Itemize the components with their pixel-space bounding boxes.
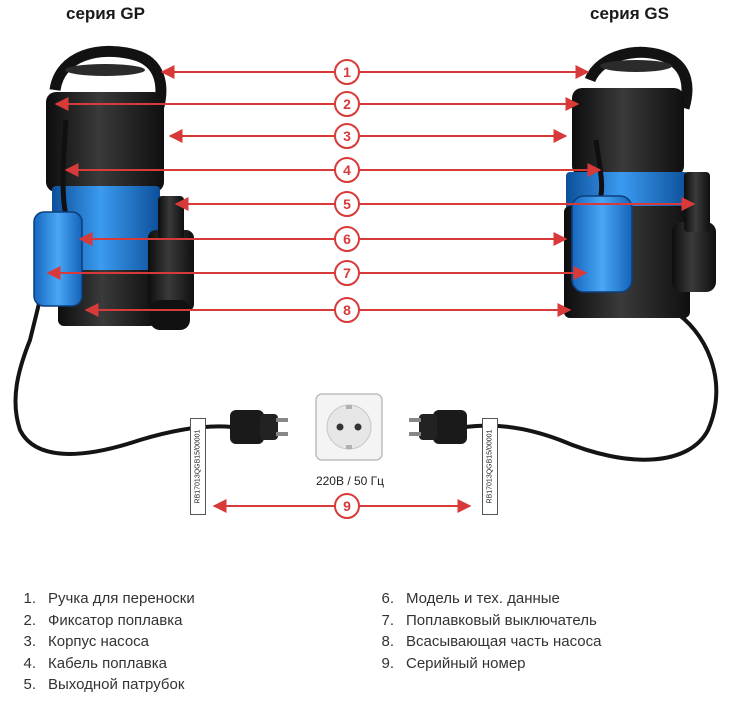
serial-tag-right-text: RB17013QGB15/00001 bbox=[486, 429, 494, 504]
gp-float-cable bbox=[60, 119, 69, 216]
callout-4-number: 4 bbox=[343, 162, 351, 178]
callout-8-circle bbox=[334, 297, 360, 323]
gs-outlet-nozzle bbox=[684, 172, 710, 232]
callout-1-circle bbox=[334, 59, 360, 85]
callout-arrows: 1 2 3 4 5 6 7 8 9 bbox=[46, 59, 696, 519]
legend-item: 3.Корпус насоса bbox=[23, 633, 150, 650]
legend-item: 8.Всасывающая часть насоса bbox=[381, 633, 602, 650]
gp-outlet-cap bbox=[150, 300, 190, 330]
legend-left: 1.Ручка для переноски 2.Фиксатор поплавк… bbox=[10, 588, 195, 696]
gs-handle-shade bbox=[600, 60, 672, 72]
gp-pump bbox=[13, 45, 233, 456]
callout-1-number: 1 bbox=[343, 64, 351, 80]
legend-item: 6.Модель и тех. данные bbox=[381, 590, 560, 607]
gp-outlet-nozzle bbox=[158, 196, 184, 240]
callout-9-circle bbox=[334, 493, 360, 519]
callout-6-circle bbox=[334, 226, 360, 252]
legend-item: 4.Кабель поплавка bbox=[23, 654, 167, 672]
callout-3-number: 3 bbox=[343, 128, 351, 144]
serial-tag-left: RB17013QGB15/00001 bbox=[190, 418, 206, 515]
legend-item: 2.Фиксатор поплавка bbox=[23, 611, 183, 629]
gs-pump bbox=[464, 46, 719, 462]
callout-8-number: 8 bbox=[343, 302, 351, 318]
gs-outlet-elbow bbox=[672, 222, 716, 292]
callout-7-circle bbox=[334, 260, 360, 286]
gp-float-switch bbox=[33, 211, 83, 307]
legend-right: 6.Модель и тех. данные 7.Поплавковый вык… bbox=[368, 588, 601, 674]
gs-housing-top bbox=[572, 88, 684, 176]
serial-tag-left-text: RB17013QGB15/00001 bbox=[194, 429, 202, 504]
serial-tag-right: RB17013QGB15/00001 bbox=[482, 418, 498, 515]
callout-5-number: 5 bbox=[343, 196, 351, 212]
legend-item: 9.Серийный номер bbox=[381, 654, 526, 672]
legend-item: 5.Выходной патрубок bbox=[23, 676, 185, 693]
gp-carry-handle bbox=[49, 45, 167, 112]
callout-4-circle bbox=[334, 157, 360, 183]
series-gp-title: серия GP bbox=[66, 4, 145, 23]
socket-voltage-label: 220В / 50 Гц bbox=[315, 474, 385, 488]
wall-socket bbox=[315, 393, 383, 461]
callout-3-circle bbox=[334, 123, 360, 149]
right-plug bbox=[409, 410, 467, 444]
callout-2-circle bbox=[334, 91, 360, 117]
left-plug bbox=[230, 410, 288, 444]
gs-power-cable bbox=[464, 308, 719, 462]
callout-2-number: 2 bbox=[343, 96, 351, 112]
series-gs-title: серия GS bbox=[590, 4, 669, 23]
gp-outlet-body bbox=[148, 230, 194, 312]
gp-handle-shade bbox=[65, 64, 145, 76]
callout-5-circle bbox=[334, 191, 360, 217]
callout-6-number: 6 bbox=[343, 231, 351, 247]
gs-float-switch bbox=[571, 195, 633, 293]
callout-9-number: 9 bbox=[343, 498, 351, 514]
legend-item: 1.Ручка для переноски bbox=[23, 590, 195, 607]
legend-item: 7.Поплавковый выключатель bbox=[381, 611, 597, 629]
callout-7-number: 7 bbox=[343, 265, 351, 281]
